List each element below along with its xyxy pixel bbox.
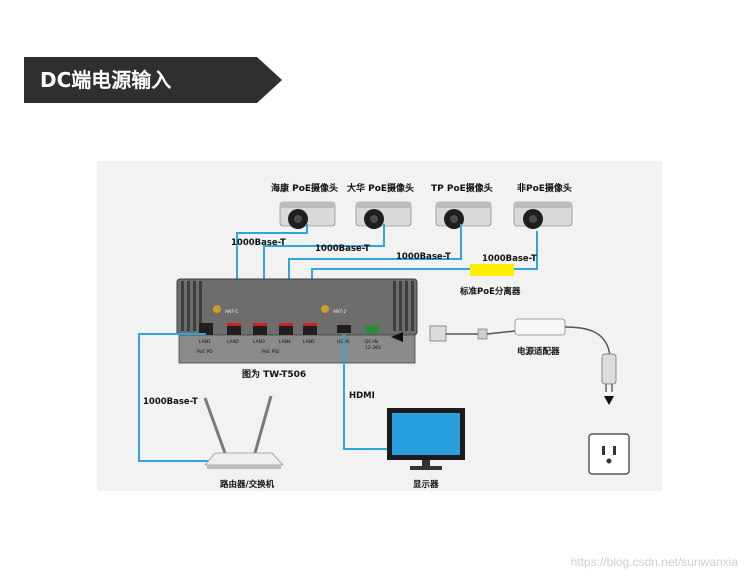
hdmi-port (337, 325, 351, 333)
wall-socket-icon (588, 433, 630, 475)
antenna-port-1 (213, 305, 221, 313)
connection-diagram: 海康 PoE摄像头 大华 PoE摄像头 TP PoE摄像头 非PoE摄像头 10… (97, 161, 662, 491)
link-label-cam3: 1000Base-T (396, 252, 451, 262)
router-label: 路由器/交换机 (220, 479, 275, 490)
dc-voltage-label: 12-36V (365, 345, 382, 351)
port-note-pd: PoE PD (197, 349, 213, 355)
camera-label-dahua: 大华 PoE摄像头 (347, 182, 414, 194)
port-label-lan5: LAN5 (303, 339, 315, 345)
hdmi-cable (343, 334, 387, 450)
port-label-lan2: LAN2 (227, 339, 239, 345)
device-caption: 图为 TW-T506 (242, 368, 306, 380)
camera-hikvision (279, 201, 336, 229)
ant1-label: ANT-1 (225, 309, 238, 315)
display-label: 显示器 (413, 480, 439, 490)
port-note-pse: PoE PSE (262, 349, 280, 355)
poe-splitter (470, 264, 514, 276)
power-adapter-label: 电源适配器 (517, 346, 560, 357)
dc-in-label: DC-IN (365, 339, 378, 345)
camera-label-hikvision: 海康 PoE摄像头 (271, 182, 338, 194)
section-banner: DC端电源输入 (24, 57, 282, 103)
port-label-lan3: LAN3 (253, 339, 265, 345)
port-label-lan1: LAN1 (199, 339, 211, 345)
dc-plug (429, 325, 447, 342)
camera-dahua (355, 201, 412, 229)
ant2-label: ANT-2 (333, 309, 346, 315)
ac-plug (601, 353, 617, 392)
lan-port-1 (199, 323, 213, 335)
dc-in-terminal (365, 325, 379, 334)
monitor (387, 408, 465, 470)
router (203, 395, 284, 469)
link-label-cam2: 1000Base-T (315, 244, 370, 254)
power-arrow-icon (391, 332, 403, 342)
power-adapter (514, 318, 611, 357)
poe-splitter-label: 标准PoE分离器 (459, 286, 521, 297)
link-label-cam4: 1000Base-T (482, 254, 537, 264)
camera-tp (435, 201, 492, 229)
port-label-lan4: LAN4 (279, 339, 291, 345)
router-cable (138, 333, 215, 462)
link-label-cam1: 1000Base-T (231, 238, 286, 248)
watermark: https://blog.csdn.net/sunwanxia (570, 555, 738, 569)
camera-label-non-poe: 非PoE摄像头 (517, 182, 572, 194)
camera-non-poe (513, 201, 573, 229)
plug-arrow-icon (604, 396, 614, 405)
lan-ports (199, 323, 317, 335)
mini-pc (176, 278, 418, 364)
antenna-port-2 (321, 305, 329, 313)
dc-power-cable (429, 325, 516, 342)
link-label-router: 1000Base-T (143, 397, 198, 407)
camera-label-tp: TP PoE摄像头 (431, 182, 493, 194)
banner-title: DC端电源输入 (40, 68, 172, 92)
link-label-hdmi: HDMI (349, 391, 375, 401)
banner-arrow-shape (24, 57, 282, 103)
